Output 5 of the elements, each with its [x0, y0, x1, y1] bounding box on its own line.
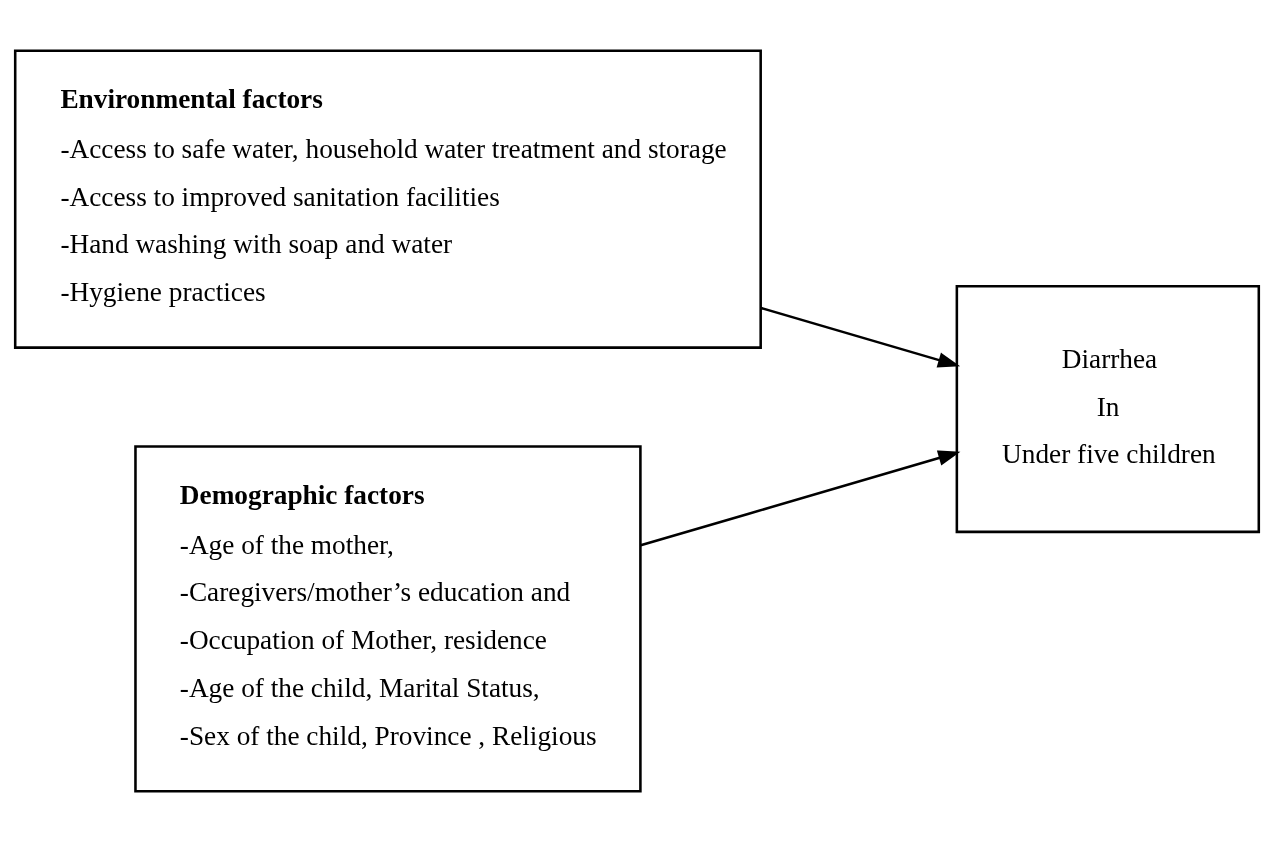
- node-box: Demographic factors -Age of the mother, -Caregivers/mother’s education and -Occupation of Mother, residence -Age of the child, Marital Status, -Sex of the child, Province , Religious: [134, 444, 642, 792]
- arrow: [640, 450, 961, 547]
- arrow: [760, 306, 961, 367]
- node-box: Environmental factors -Access to safe water, household water treatment and storage -Access to improved sanitation facilities -Hand washing with soap and water -Hygiene practices: [13, 49, 762, 349]
- node-box: Diarrhea In Under five children: [955, 284, 1261, 533]
